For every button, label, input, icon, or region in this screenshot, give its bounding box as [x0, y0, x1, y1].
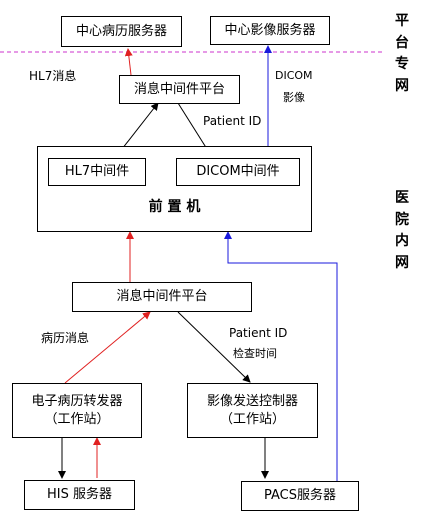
- label-image: 影像: [283, 91, 305, 104]
- label-hl7-message: HL7消息: [29, 69, 77, 83]
- zone-platform-private-net: 平台专网: [395, 13, 409, 95]
- central-emr-server: 中心病历服务器: [61, 16, 182, 47]
- emr-forwarder-subtitle: （工作站）: [44, 411, 110, 427]
- label-patient-id-top: Patient ID: [203, 114, 262, 128]
- image-send-controller: 影像发送控制器 （工作站）: [187, 383, 318, 438]
- image-controller-title: 影像发送控制器: [206, 393, 298, 409]
- central-image-server: 中心影像服务器: [210, 16, 330, 45]
- emr-forwarder-title: 电子病历转发器: [31, 393, 123, 409]
- pacs-server: PACS服务器: [241, 481, 359, 511]
- label-exam-time: 检查时间: [233, 347, 277, 360]
- arrow-mwbottom-to-controller: [177, 311, 251, 383]
- frontend-label: 前 置 机: [148, 199, 201, 216]
- arrow-mwtop-to-emr: [124, 48, 133, 76]
- hl7-middleware: HL7中间件: [48, 158, 146, 186]
- label-patient-id-bottom: Patient ID: [229, 326, 288, 340]
- arrow-pacs-to-frontend: [224, 231, 338, 481]
- zone-hospital-intranet: 医院内网: [395, 190, 409, 272]
- arrow-forwarder-to-mwbottom: [64, 311, 151, 384]
- label-emr-message: 病历消息: [41, 331, 90, 345]
- emr-forwarder: 电子病历转发器 （工作站）: [12, 383, 142, 438]
- image-controller-subtitle: （工作站）: [219, 411, 285, 427]
- message-middleware-top: 消息中间件平台: [119, 75, 240, 104]
- his-server: HIS 服务器: [24, 480, 135, 510]
- message-middleware-bottom: 消息中间件平台: [72, 282, 252, 312]
- dicom-middleware: DICOM中间件: [176, 158, 300, 186]
- label-dicom: DICOM: [275, 69, 313, 82]
